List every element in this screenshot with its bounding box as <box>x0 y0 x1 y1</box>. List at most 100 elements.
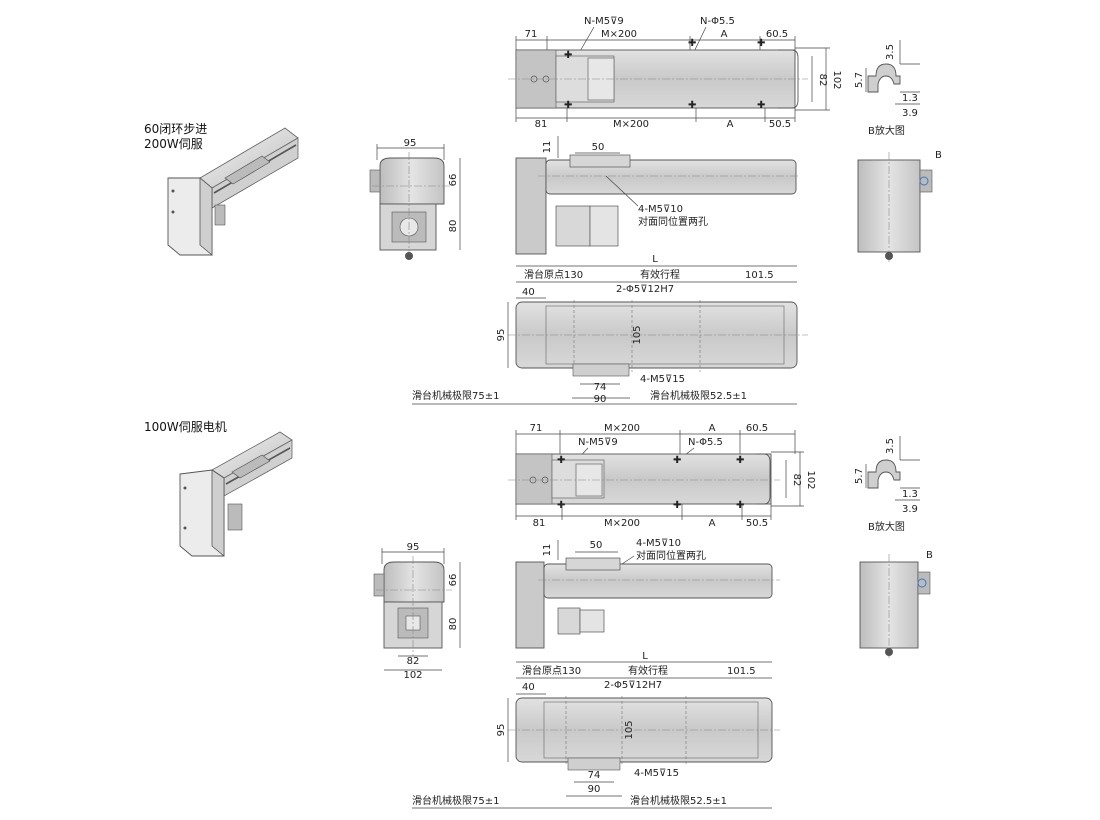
b-marker: B <box>926 550 933 561</box>
note-n-m5: N-M5⊽9 <box>584 16 624 27</box>
isometric-module <box>179 431 293 557</box>
bottom-view: L 滑台原点130 有效行程 101.5 40 2-Φ5⊽12H7 105 95… <box>412 254 808 405</box>
dim-102: 102 <box>805 470 816 489</box>
detail-caption: B放大图 <box>868 124 905 137</box>
svg-text:✚: ✚ <box>757 38 765 49</box>
section-title-line-1: 100W伺服电机 <box>144 420 227 434</box>
dim-mx200: M×200 <box>601 29 637 40</box>
dim-origin-130: 滑台原点130 <box>522 664 581 677</box>
section-title-line-1: 60闭环步进 <box>144 122 207 136</box>
end-dim-102: 102 <box>403 670 422 681</box>
svg-text:✚: ✚ <box>688 38 696 49</box>
side-note-opposite: 对面同位置两孔 <box>636 549 706 562</box>
end-dim-80: 80 <box>448 618 459 631</box>
bolt-note: 4-M5⊽15 <box>634 768 679 779</box>
svg-text:✚: ✚ <box>673 455 681 466</box>
dim-81: 81 <box>533 518 546 529</box>
detail-dim-5-7: 5.7 <box>854 468 865 484</box>
side-dim-11: 11 <box>542 544 553 557</box>
side-dim-50: 50 <box>590 540 603 551</box>
bottom-view: L 滑台原点130 有效行程 101.5 40 2-Φ5⊽12H7 105 95… <box>412 651 780 809</box>
dim-95-side: 95 <box>496 724 507 737</box>
svg-text:✚: ✚ <box>673 500 681 511</box>
dim-95-side: 95 <box>496 329 507 342</box>
side-dim-50: 50 <box>592 142 605 153</box>
side-note-bolts: 4-M5⊽10 <box>636 538 681 549</box>
limit-left: 滑台机械极限75±1 <box>412 389 499 402</box>
dim-60-5: 60.5 <box>766 29 788 40</box>
dim-82: 82 <box>817 74 828 87</box>
limit-left: 滑台机械极限75±1 <box>412 794 499 807</box>
svg-text:✚: ✚ <box>564 50 572 61</box>
side-note-opposite: 对面同位置两孔 <box>638 215 708 228</box>
dim-mx200-bottom: M×200 <box>613 119 649 130</box>
dim-l: L <box>652 254 658 265</box>
b-marker: B <box>935 150 942 161</box>
dim-a-bottom: A <box>727 119 734 130</box>
detail-dim-3-9: 3.9 <box>902 108 918 119</box>
side-note-bolts: 4-M5⊽10 <box>638 204 683 215</box>
side-dim-11: 11 <box>542 141 553 154</box>
dim-50-5: 50.5 <box>769 119 791 130</box>
dim-71: 71 <box>525 29 538 40</box>
end-view: 95 66 80 82 102 <box>373 542 461 681</box>
dim-origin-130: 滑台原点130 <box>524 268 583 281</box>
end-dim-66: 66 <box>448 574 459 587</box>
detail-dim-3-9: 3.9 <box>902 504 918 515</box>
dim-74: 74 <box>594 382 607 393</box>
dim-90: 90 <box>594 394 607 405</box>
note-n-phi: N-Φ5.5 <box>700 16 735 27</box>
section-title-line-2: 200W伺服 <box>144 137 203 151</box>
dim-102: 102 <box>831 70 842 89</box>
dim-effective-stroke: 有效行程 <box>628 664 668 677</box>
detail-b-view: 3.5 5.7 1.3 3.9 B放大图 <box>854 436 920 533</box>
dim-40: 40 <box>522 287 535 298</box>
end-dim-80: 80 <box>448 220 459 233</box>
section-2: 100W伺服电机 71 M×200 A 60.5 N-M5⊽9 N-Φ5.5 <box>144 420 933 809</box>
dim-101-5: 101.5 <box>727 666 756 677</box>
note-n-phi: N-Φ5.5 <box>688 437 723 448</box>
dim-mx200-bottom: M×200 <box>604 518 640 529</box>
svg-text:✚: ✚ <box>564 100 572 111</box>
dim-81: 81 <box>535 119 548 130</box>
hole-note: 2-Φ5⊽12H7 <box>604 680 662 691</box>
limit-right: 滑台机械极限52.5±1 <box>630 794 727 807</box>
dim-101-5: 101.5 <box>745 270 774 281</box>
bolt-note: 4-M5⊽15 <box>640 374 685 385</box>
svg-text:✚: ✚ <box>736 455 744 466</box>
side-view: 11 50 4-M5⊽10 对面同位置两孔 B <box>515 538 933 658</box>
end-dim-95: 95 <box>404 138 417 149</box>
svg-text:✚: ✚ <box>757 100 765 111</box>
svg-text:✚: ✚ <box>557 455 565 466</box>
dim-a: A <box>709 423 716 434</box>
dim-105: 105 <box>624 720 635 739</box>
end-dim-66: 66 <box>448 174 459 187</box>
detail-b-view: 3.5 5.7 1.3 3.9 B放大图 <box>854 40 920 137</box>
detail-dim-1-3: 1.3 <box>902 93 918 104</box>
svg-text:✚: ✚ <box>736 500 744 511</box>
hole-note: 2-Φ5⊽12H7 <box>616 284 674 295</box>
dim-90: 90 <box>588 784 601 795</box>
dim-74: 74 <box>588 770 601 781</box>
dim-60-5: 60.5 <box>746 423 768 434</box>
limit-right: 滑台机械极限52.5±1 <box>650 389 747 402</box>
detail-dim-1-3: 1.3 <box>902 489 918 500</box>
detail-dim-3-5: 3.5 <box>885 44 896 60</box>
svg-text:✚: ✚ <box>557 500 565 511</box>
dim-82: 82 <box>791 474 802 487</box>
detail-dim-3-5: 3.5 <box>885 438 896 454</box>
dim-a-bottom: A <box>709 518 716 529</box>
end-dim-82: 82 <box>407 656 420 667</box>
detail-dim-5-7: 5.7 <box>854 72 865 88</box>
dim-l: L <box>642 651 648 662</box>
dim-effective-stroke: 有效行程 <box>640 268 680 281</box>
detail-caption: B放大图 <box>868 520 905 533</box>
side-view: 11 50 4-M5⊽10 对面同位置两孔 B <box>515 136 942 262</box>
dim-a: A <box>721 29 728 40</box>
dim-mx200: M×200 <box>604 423 640 434</box>
svg-text:✚: ✚ <box>688 100 696 111</box>
dim-105: 105 <box>632 325 643 344</box>
top-view: 71 M×200 A 60.5 N-M5⊽9 N-Φ5.5 ✚ ✚ ✚ ✚ ✚ … <box>508 16 842 130</box>
end-dim-95: 95 <box>407 542 420 553</box>
